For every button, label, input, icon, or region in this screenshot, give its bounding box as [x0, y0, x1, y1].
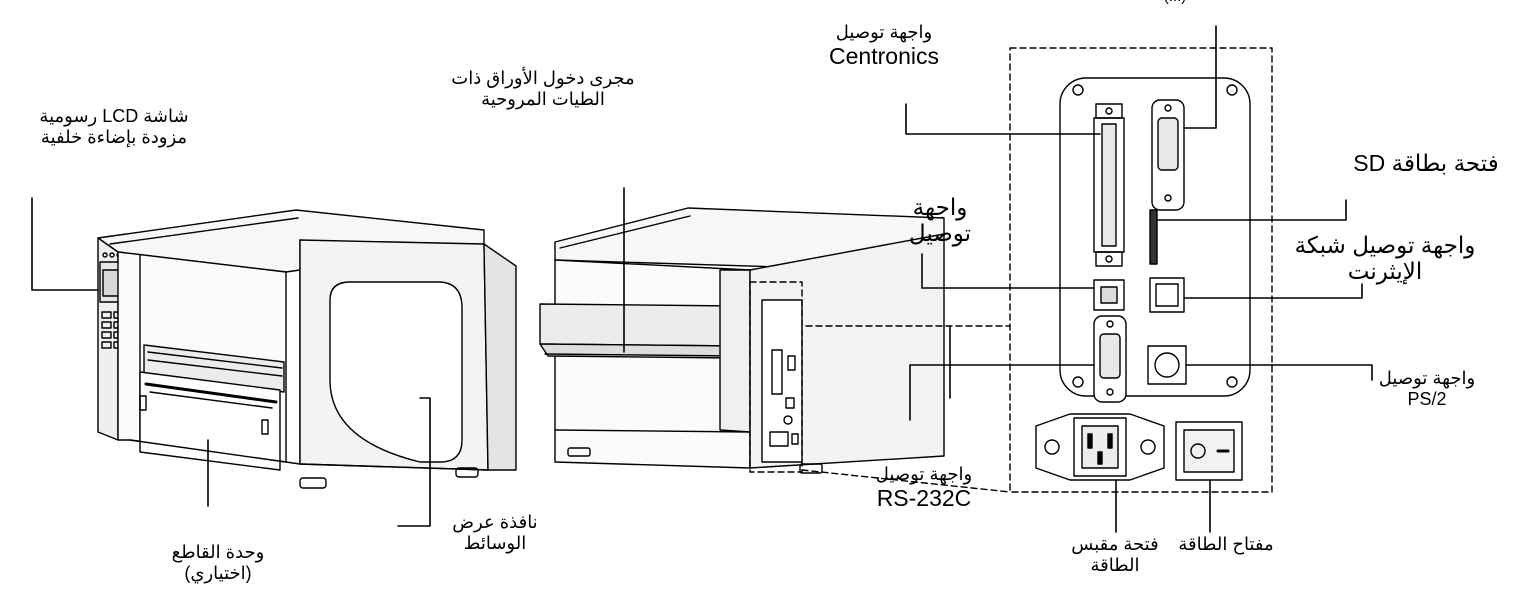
- power-socket: [1036, 414, 1164, 480]
- sd-slot: [1150, 210, 1157, 264]
- front-printer-illustration: [98, 210, 516, 488]
- leader-lines: [32, 26, 1372, 532]
- top-dsub-port: [1152, 100, 1184, 210]
- ps2-port: [1148, 346, 1186, 384]
- cutter-label: وحدة القاطع(اختياري): [171, 542, 265, 583]
- ethernet-port: [1150, 278, 1184, 312]
- power-switch: [1176, 422, 1242, 480]
- rear-panel-zoom: [1036, 78, 1250, 480]
- power-switch-label: مفتاح الطاقة: [1178, 534, 1274, 554]
- top-cut-label: (...): [1100, 0, 1250, 5]
- rs232-port: [1094, 316, 1126, 402]
- centronics-port: [1094, 104, 1124, 266]
- zoom-frames: [750, 48, 1272, 492]
- rear-printer-illustration: [540, 208, 944, 473]
- sd-card-label: فتحة بطاقة SD: [1353, 150, 1499, 176]
